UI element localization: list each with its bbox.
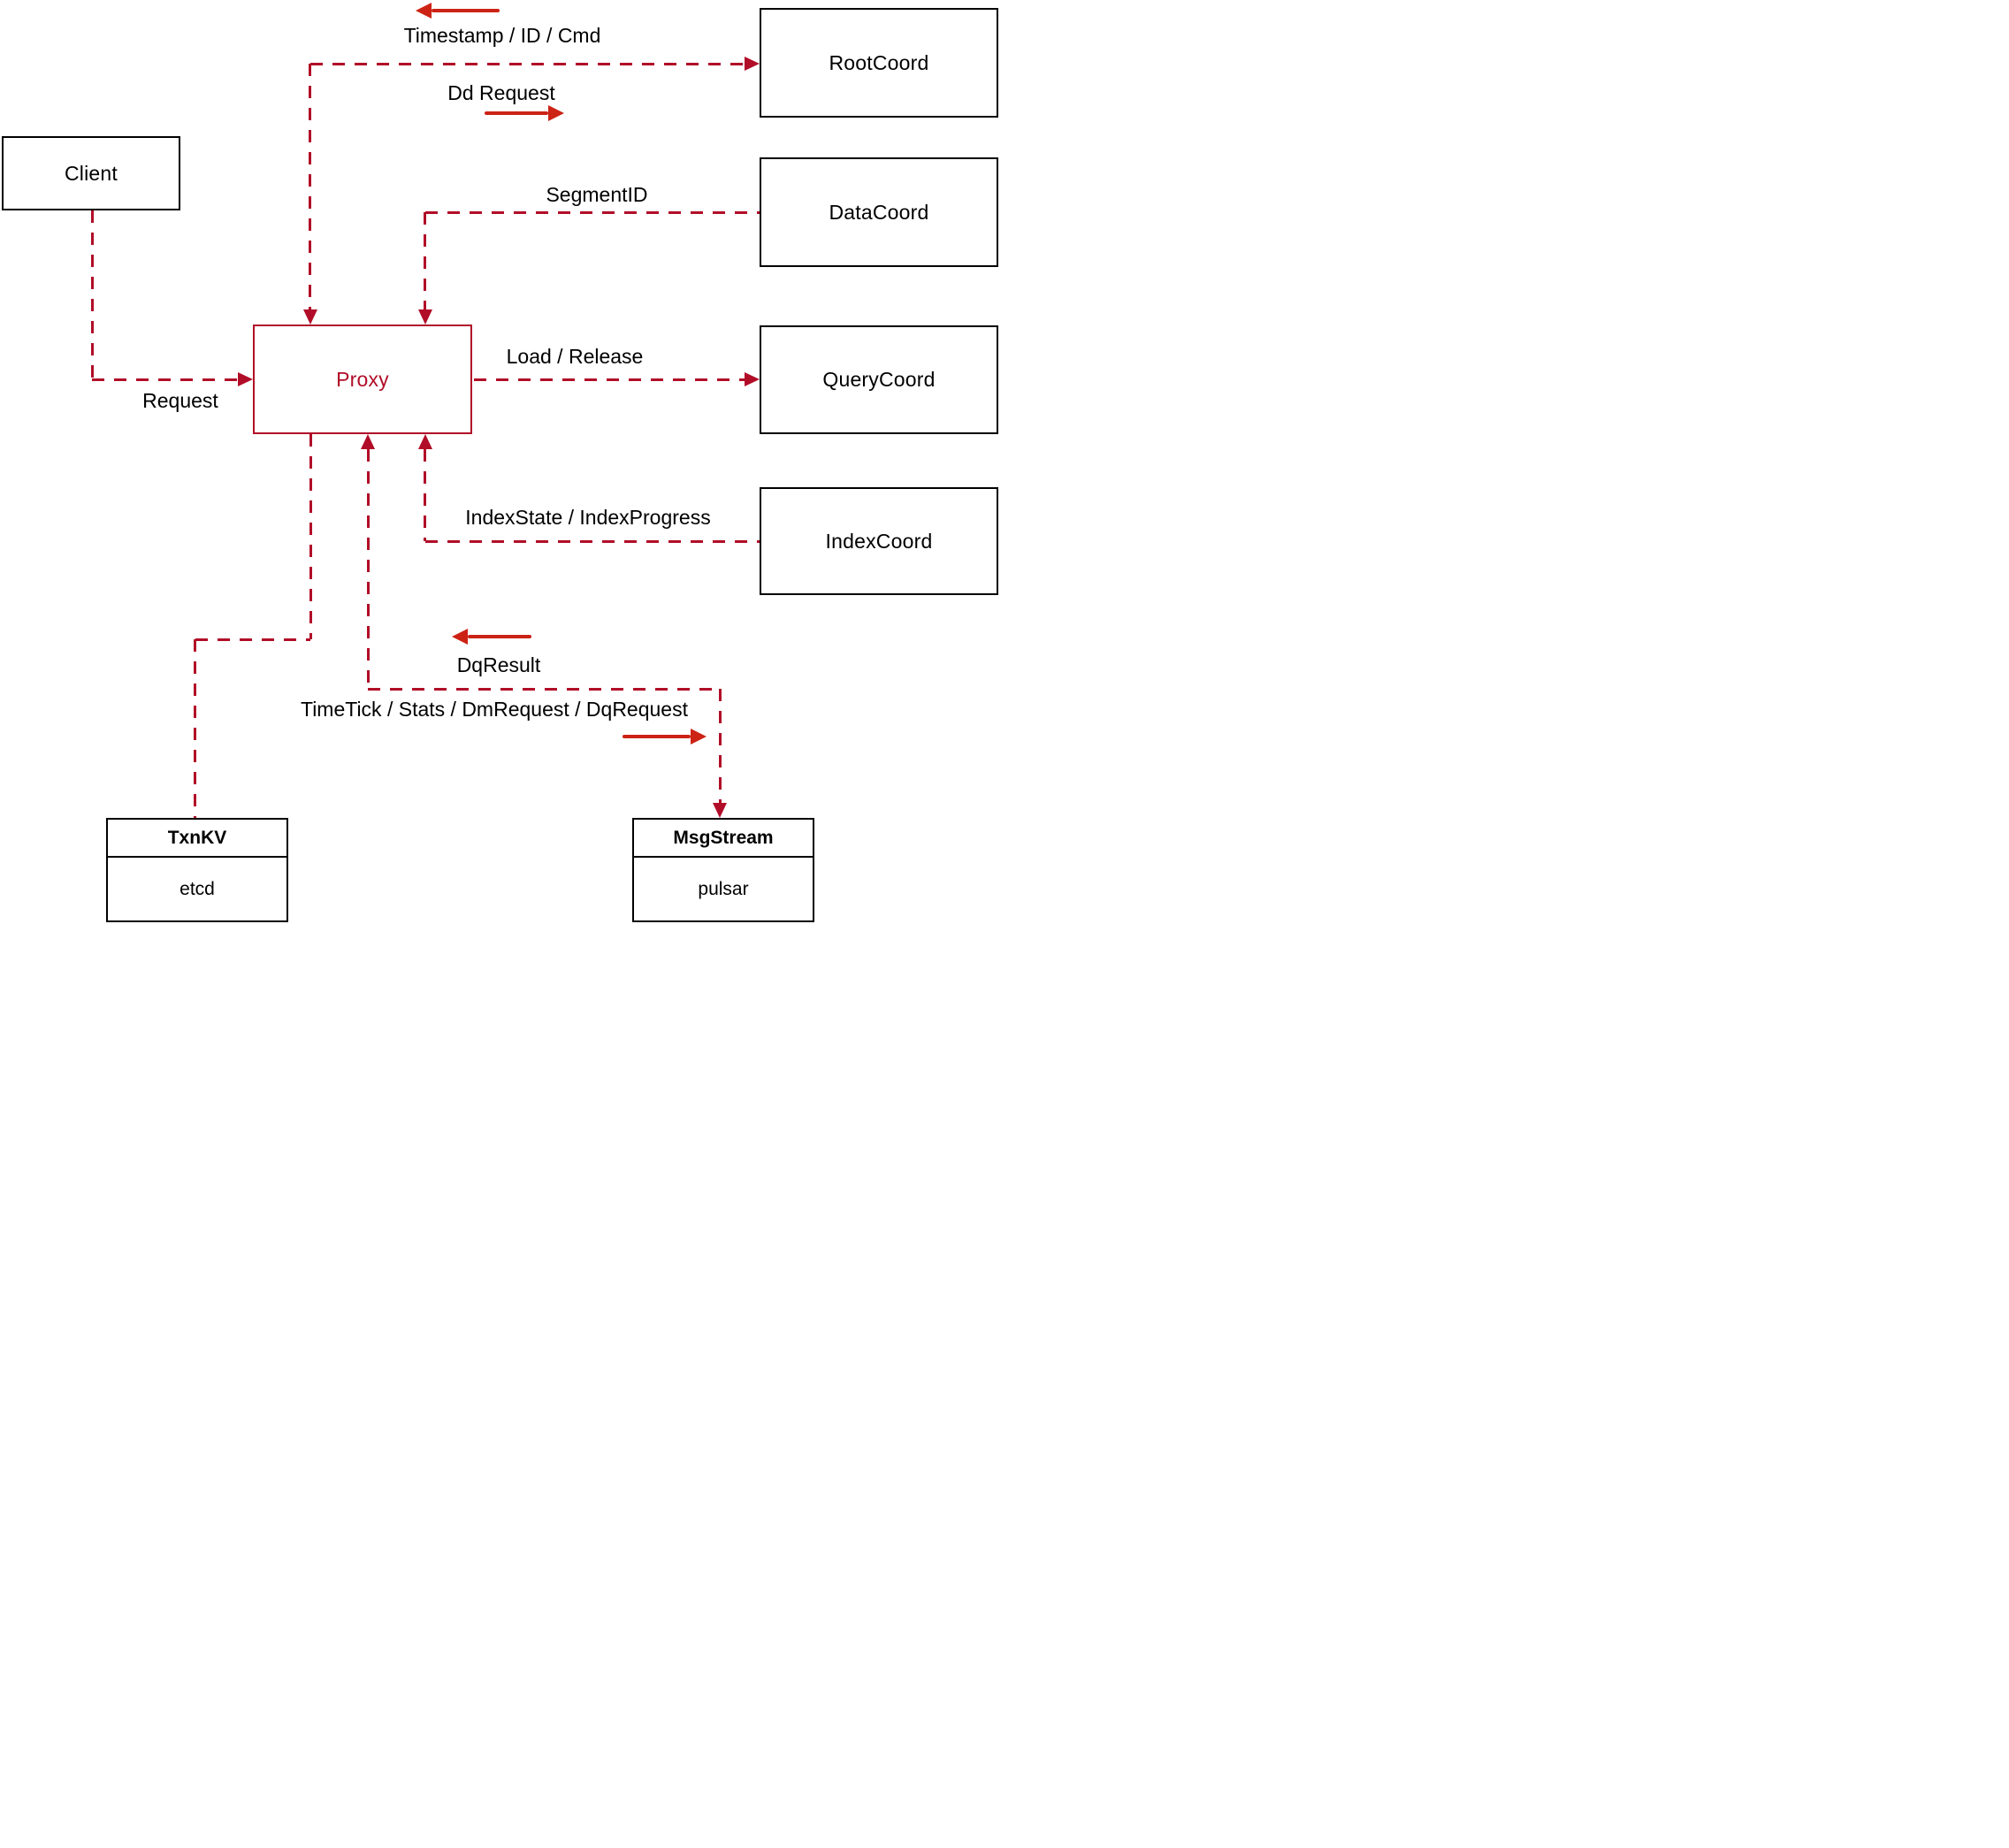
arrow-left-head-icon [452, 629, 468, 645]
node-indexcoord-label: IndexCoord [825, 529, 933, 553]
arrowhead-into-proxy-top-left-icon [303, 309, 317, 325]
edge-client-proxy-vline [91, 210, 94, 379]
label-index-state: IndexState / IndexProgress [465, 506, 711, 529]
node-querycoord-label: QueryCoord [822, 368, 936, 391]
node-msgstream: MsgStream pulsar [632, 818, 814, 922]
node-client-label: Client [64, 161, 118, 185]
arrow-left-dqresult-icon [452, 629, 531, 645]
arrow-left-head-icon [416, 3, 432, 19]
node-proxy-label: Proxy [336, 367, 389, 391]
edge-proxy-msgstream-hline [368, 688, 721, 691]
arrow-shaft [485, 111, 548, 115]
label-request: Request [142, 389, 218, 412]
arrowhead-into-proxy-bottom-left-icon [361, 434, 375, 449]
arrow-right-icon [485, 105, 564, 121]
node-txnkv: TxnKV etcd [106, 818, 288, 922]
arrowhead-into-msgstream-icon [713, 803, 727, 818]
node-indexcoord: IndexCoord [760, 487, 998, 595]
label-timestamp-id-cmd: Timestamp / ID / Cmd [403, 24, 601, 47]
node-rootcoord: RootCoord [760, 8, 998, 118]
label-dq-result: DqResult [456, 653, 541, 676]
edge-proxy-txnkv-vline2 [194, 639, 196, 818]
node-datacoord: DataCoord [760, 157, 998, 267]
arrow-shaft [432, 9, 500, 12]
edge-indexcoord-proxy-hline [425, 540, 760, 543]
node-rootcoord-label: RootCoord [829, 50, 929, 74]
arrow-left-icon [416, 3, 500, 19]
arrow-right-head-icon [548, 105, 564, 121]
node-msgstream-title: MsgStream [634, 820, 813, 858]
edge-client-proxy-hline [92, 378, 239, 381]
edge-proxy-msgstream-vline [367, 449, 370, 689]
node-txnkv-title: TxnKV [108, 820, 286, 858]
label-segment-id: SegmentID [546, 183, 648, 206]
edge-indexcoord-proxy-vline [424, 449, 426, 541]
arrow-right-head-icon [691, 729, 707, 745]
arrow-shaft [468, 635, 531, 638]
architecture-diagram: Timestamp / ID / Cmd Dd Request SegmentI… [0, 0, 1004, 924]
edge-datacoord-proxy-vline [424, 212, 426, 309]
arrow-right-timetick-icon [623, 729, 707, 745]
node-querycoord: QueryCoord [760, 325, 998, 434]
edge-datacoord-proxy-hline [425, 211, 760, 214]
node-datacoord-label: DataCoord [829, 200, 929, 224]
node-proxy: Proxy [253, 325, 472, 434]
arrowhead-into-proxy-left-icon [238, 372, 253, 386]
edge-proxy-txnkv-hline [195, 638, 310, 641]
label-time-tick: TimeTick / Stats / DmRequest / DqRequest [301, 698, 688, 721]
arrowhead-into-querycoord-icon [745, 372, 760, 386]
node-msgstream-impl: pulsar [698, 878, 749, 899]
edge-msgstream-drop-vline [719, 689, 722, 803]
label-dd-request: Dd Request [447, 81, 555, 104]
edge-proxy-rootcoord-vline [309, 64, 311, 309]
arrow-shaft [623, 735, 691, 738]
arrowhead-into-proxy-bottom-right-icon [418, 434, 432, 449]
edge-proxy-rootcoord-hline [310, 63, 745, 65]
label-load-release: Load / Release [506, 345, 644, 368]
edge-proxy-txnkv-vline1 [309, 434, 312, 639]
node-txnkv-impl: etcd [180, 878, 215, 899]
arrowhead-into-proxy-top-right-icon [418, 309, 432, 325]
node-client: Client [2, 136, 180, 210]
edge-proxy-querycoord-hline [474, 378, 745, 381]
arrowhead-into-rootcoord-icon [745, 57, 760, 71]
